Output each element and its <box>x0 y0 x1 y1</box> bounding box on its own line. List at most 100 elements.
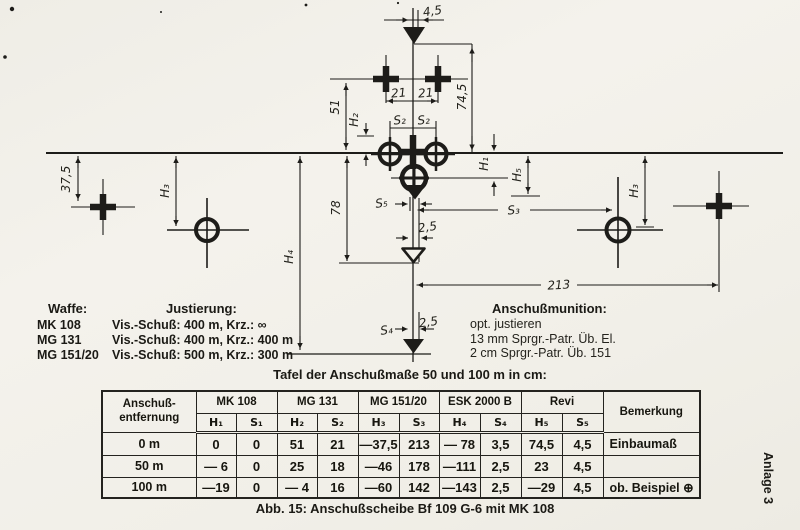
table-group-header-row: Anschuß- entfernung MK 108 MG 131 MG 151… <box>101 390 701 433</box>
table-cell: — 4 <box>276 476 318 499</box>
table-cell: 0 <box>195 431 237 456</box>
dim-51: 51 <box>328 83 349 150</box>
dim-label-s2-right: S₂ <box>417 112 431 127</box>
table-cell: 74,5 <box>520 431 563 456</box>
note-cell: ob. Beispiel ⊕ <box>602 476 701 499</box>
group-header-mg131: MG 131 <box>276 390 359 414</box>
justierung-header: Justierung: <box>166 301 237 316</box>
dim-h1: H₁ <box>477 134 497 196</box>
table-cell: —37,5 <box>357 431 400 456</box>
figure-caption: Abb. 15: Anschußscheibe Bf 109 G-6 mit M… <box>255 501 555 516</box>
bemerkung-header: Bemerkung <box>602 390 701 433</box>
table-cell: 4,5 <box>561 476 604 499</box>
table-cell: —60 <box>357 476 400 499</box>
table-row-100m: 100 m —19 0 — 4 16 —60 142 —143 2,5 —29 … <box>101 476 701 499</box>
dim-label-78: 78 <box>329 200 343 216</box>
weapon-justierung: Vis.-Schuß: 400 m, Krz.: 400 m <box>112 333 294 347</box>
dim-s2: S₂ S₂ <box>389 112 437 140</box>
mk108-left-mark <box>167 198 249 268</box>
table-cell: 21 <box>316 431 359 456</box>
subcol-h5: H₅ <box>520 412 563 434</box>
legend-row-mk108: MK 108 Vis.-Schuß: 400 m, Krz.: ∞ <box>37 318 293 333</box>
dim-label-37-5: 37,5 <box>59 166 73 193</box>
note-cell <box>602 454 701 478</box>
group-header-revi: Revi <box>520 390 604 414</box>
table-cell: 0 <box>235 431 278 456</box>
mg151-right-mark <box>673 171 749 292</box>
dim-label-s3: S₃ <box>507 202 521 217</box>
weapon-legend: MK 108 Vis.-Schuß: 400 m, Krz.: ∞ MG 131… <box>37 318 293 363</box>
dim-s5: S₅ <box>374 195 432 211</box>
note-cell: Einbaumaß <box>602 431 701 456</box>
munition-line: 13 mm Sprgr.-Patr. Üb. El. <box>470 331 616 346</box>
anschussmunition-header: Anschußmunition: <box>492 301 607 316</box>
legend-row-mg131: MG 131 Vis.-Schuß: 400 m, Krz.: 400 m <box>37 333 293 348</box>
table-cell: 142 <box>398 476 440 499</box>
dim-label-2-5-lower: 2,5 <box>418 314 439 331</box>
dim-label-h3-right: H₃ <box>627 184 641 198</box>
subcol-s4: S₄ <box>479 412 522 434</box>
subcol-s2: S₂ <box>316 412 359 434</box>
dim-h3-left: H₃ <box>158 156 179 226</box>
subcol-h1: H₁ <box>195 412 237 434</box>
table-cell: 51 <box>276 431 318 456</box>
table-cell: 25 <box>276 454 318 478</box>
table-cell: —111 <box>438 454 481 478</box>
table-row-50m: 50 m — 6 0 25 18 —46 178 —111 2,5 23 4,5 <box>101 454 701 478</box>
table-cell: 4,5 <box>561 454 604 478</box>
waffe-header: Waffe: <box>48 301 88 316</box>
table-cell: 0 <box>235 476 278 499</box>
dim-label-51: 51 <box>328 99 342 114</box>
harmonization-cluster <box>371 135 508 200</box>
legend-row-mg15120: MG 151/20 Vis.-Schuß: 500 m, Krz.: 300 m <box>37 348 293 363</box>
dim-label-74-5: 74,5 <box>455 84 469 111</box>
dim-label-21-right: 21 <box>417 85 433 100</box>
anschussmasse-table: Anschuß- entfernung MK 108 MG 131 MG 151… <box>101 390 701 499</box>
weapon-name: MG 151/20 <box>37 348 99 362</box>
dim-s4: S₄ 2,5 <box>379 314 439 338</box>
weapon-justierung: Vis.-Schuß: 400 m, Krz.: ∞ <box>112 318 267 332</box>
mk108-right-mark <box>577 177 663 268</box>
dim-label-h2: H₂ <box>347 113 361 127</box>
table-title: Tafel der Anschußmaße 50 und 100 m in cm… <box>273 367 547 382</box>
weapon-name: MK 108 <box>37 318 81 332</box>
dim-label-213: 213 <box>547 277 571 292</box>
subcol-h3: H₃ <box>357 412 400 434</box>
table-cell: —19 <box>195 476 237 499</box>
range-cell: 0 m <box>101 431 197 456</box>
table-cell: 2,5 <box>479 476 522 499</box>
dim-h5: H₅ <box>510 156 540 197</box>
dim-label-h5: H₅ <box>510 168 524 182</box>
dim-label-h4: H₄ <box>282 250 296 264</box>
dim-37-5: 37,5 <box>59 156 81 201</box>
munition-line: opt. justieren <box>470 317 542 331</box>
munition-line: 2 cm Sprgr.-Patr. Üb. 151 <box>470 346 612 360</box>
table-cell: 3,5 <box>479 431 522 456</box>
dim-label-s5: S₅ <box>374 195 388 211</box>
dim-h2: H₂ <box>347 113 374 166</box>
weapon-justierung: Vis.-Schuß: 500 m, Krz.: 300 m <box>112 348 294 362</box>
subcol-h2: H₂ <box>276 412 318 434</box>
dim-label-2-5-upper: 2,5 <box>417 219 438 236</box>
subcol-s5: S₅ <box>561 412 604 434</box>
group-header-mg15120: MG 151/20 <box>357 390 440 414</box>
table-cell: 16 <box>316 476 359 499</box>
revi-bottom-triangle <box>288 339 431 355</box>
group-header-mk108: MK 108 <box>195 390 278 414</box>
annex-label: Anlage 3 <box>761 452 775 505</box>
subcol-s1: S₁ <box>235 412 278 434</box>
dim-revi-height: 74,5 <box>414 43 475 152</box>
table-cell: 2,5 <box>479 454 522 478</box>
subcol-h4: H₄ <box>438 412 481 434</box>
table-cell: 4,5 <box>561 431 604 456</box>
revi-0m-triangle <box>401 247 426 264</box>
dim-label-21-left: 21 <box>390 85 406 100</box>
group-header-esk2000b: ESK 2000 B <box>438 390 522 414</box>
table-cell: 23 <box>520 454 563 478</box>
corner-line1: Anschuß- <box>122 397 176 410</box>
dim-2-5-upper: 2,5 <box>396 219 438 241</box>
dim-h4: H₄ <box>282 156 303 350</box>
paper-speckles <box>3 1 400 59</box>
table-cell: 18 <box>316 454 359 478</box>
table-cell: — 78 <box>438 431 481 456</box>
